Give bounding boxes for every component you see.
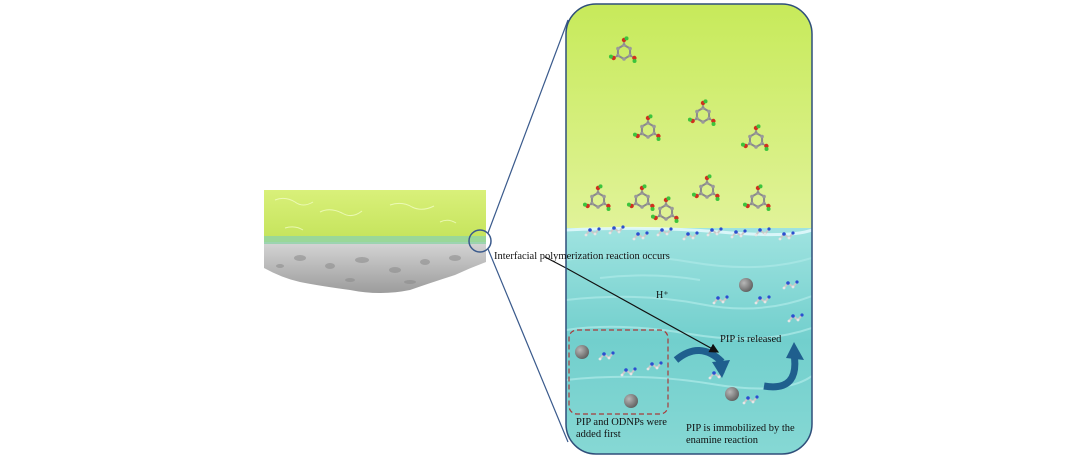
magnifier-circle xyxy=(468,229,492,253)
zoom-panel xyxy=(566,4,812,454)
pip-molecule xyxy=(620,367,637,377)
pip-molecule xyxy=(646,361,663,371)
nanoparticle xyxy=(575,345,589,359)
label-immobilized-line1: PIP is immobilized by the xyxy=(686,423,795,434)
pip-molecule xyxy=(682,231,699,241)
support-pores xyxy=(276,255,461,284)
pip-molecule xyxy=(632,231,649,241)
tmc-molecule xyxy=(626,184,655,211)
nanoparticle xyxy=(624,394,638,408)
nanoparticle xyxy=(739,278,753,292)
reaction-arrow-tail xyxy=(544,256,567,269)
pip-molecules xyxy=(584,225,804,405)
membrane-slab xyxy=(264,190,486,293)
pip-molecule xyxy=(706,227,723,237)
slab-texture xyxy=(274,197,457,231)
label-reaction-occurs: Interfacial polymerization reaction occu… xyxy=(494,251,670,262)
curved-arrow-left xyxy=(673,347,725,365)
tmc-molecule xyxy=(740,124,769,151)
tmc-molecules xyxy=(582,36,771,223)
pip-molecule xyxy=(782,280,799,290)
nanoparticles xyxy=(575,278,753,408)
tmc-molecule xyxy=(650,196,679,223)
pip-molecule xyxy=(598,351,615,361)
pip-molecule xyxy=(754,295,771,305)
label-pip-released: PIP is released xyxy=(720,334,782,345)
zoom-line-bottom xyxy=(487,248,569,443)
reaction-arrow xyxy=(566,267,720,353)
membrane-slab-interface-band xyxy=(264,236,486,244)
membrane-slab-selective-layer xyxy=(264,190,486,242)
tmc-molecule xyxy=(582,184,611,211)
curved-arrow-right-head xyxy=(786,342,804,360)
pip-molecule xyxy=(584,227,601,237)
pip-molecule xyxy=(742,395,759,405)
pip-molecule xyxy=(754,227,771,237)
pip-molecule xyxy=(656,227,673,237)
dashed-box xyxy=(568,329,669,415)
tmc-molecule xyxy=(687,99,716,126)
nanoparticle xyxy=(725,387,739,401)
tmc-molecule xyxy=(632,114,661,141)
pip-molecule xyxy=(712,295,729,305)
pip-molecule xyxy=(778,231,795,241)
tmc-molecule xyxy=(742,184,771,211)
curved-arrow-left-head xyxy=(712,360,730,378)
label-immobilized-line2: enamine reaction xyxy=(686,435,759,446)
zoom-line-top xyxy=(487,19,569,234)
pip-molecule xyxy=(787,313,804,323)
pip-molecule xyxy=(608,225,625,235)
label-added-first-line2: added first xyxy=(576,429,621,440)
membrane-slab-support-layer xyxy=(264,240,486,293)
label-added-first-line1: PIP and ODNPs were xyxy=(576,417,667,428)
tmc-molecule xyxy=(691,174,720,201)
pip-molecule xyxy=(730,229,747,239)
zoom-panel-outline xyxy=(565,3,813,455)
tmc-molecule xyxy=(608,36,637,63)
curved-arrow-right xyxy=(763,353,799,391)
label-proton: H⁺ xyxy=(656,290,669,301)
